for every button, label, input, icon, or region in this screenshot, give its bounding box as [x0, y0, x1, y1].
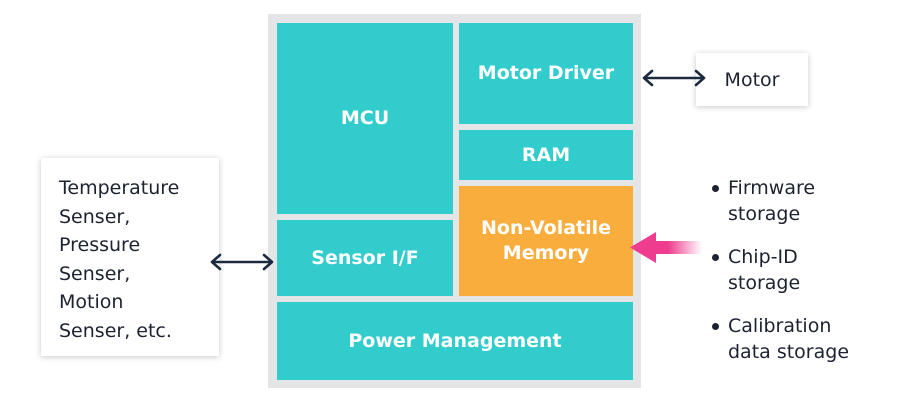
storage-bullet-list: Firmware storage Chip-ID storage Calibra… — [710, 175, 895, 382]
storage-item-line1: Firmware — [728, 177, 816, 199]
mcu-label: MCU — [340, 107, 390, 130]
storage-item-line2: storage — [728, 272, 801, 294]
motor-label: Motor — [724, 68, 780, 91]
sensor-if-label: Sensor I/F — [311, 246, 419, 269]
sensor-line: Motion — [59, 291, 124, 313]
power-management-block: Power Management — [277, 302, 633, 380]
storage-item-line1: Chip-ID — [728, 246, 798, 268]
nvm-label-line1: Non-Volatile — [480, 217, 612, 240]
ram-label: RAM — [521, 143, 571, 166]
storage-bullet-item: Firmware storage — [710, 175, 895, 227]
sensor-line: Temperature — [59, 177, 180, 199]
sensor-if-block: Sensor I/F — [277, 220, 453, 296]
motor-driver-block: Motor Driver — [459, 23, 633, 124]
storage-input-arrow — [630, 232, 702, 263]
ram-block: RAM — [459, 130, 633, 180]
sensor-line: Senser, — [59, 262, 131, 285]
power-management-label: Power Management — [348, 329, 562, 352]
sensor-line: Senser, — [59, 205, 131, 228]
motor-box: Motor — [696, 53, 808, 106]
motor-bidirectional-arrow — [642, 69, 706, 87]
sensor-line: Pressure — [59, 234, 141, 256]
motor-driver-label: Motor Driver — [477, 62, 615, 85]
storage-item-line1: Calibration — [728, 315, 832, 337]
sensor-line: Senser, etc. — [59, 319, 172, 342]
storage-item-line2: storage — [728, 203, 801, 225]
storage-bullet-item: Calibration data storage — [710, 313, 895, 365]
sensor-bidirectional-arrow — [210, 253, 274, 271]
non-volatile-memory-block: Non-Volatile Memory — [459, 186, 633, 296]
mcu-block: MCU — [277, 23, 453, 214]
storage-item-line2: data storage — [728, 341, 850, 363]
sensors-box: Temperature Senser, Pressure Senser, Mot… — [41, 158, 219, 356]
nvm-label-line2: Memory — [502, 242, 590, 264]
nvm-label: Non-Volatile Memory — [481, 216, 611, 265]
storage-bullet-item: Chip-ID storage — [710, 244, 895, 296]
